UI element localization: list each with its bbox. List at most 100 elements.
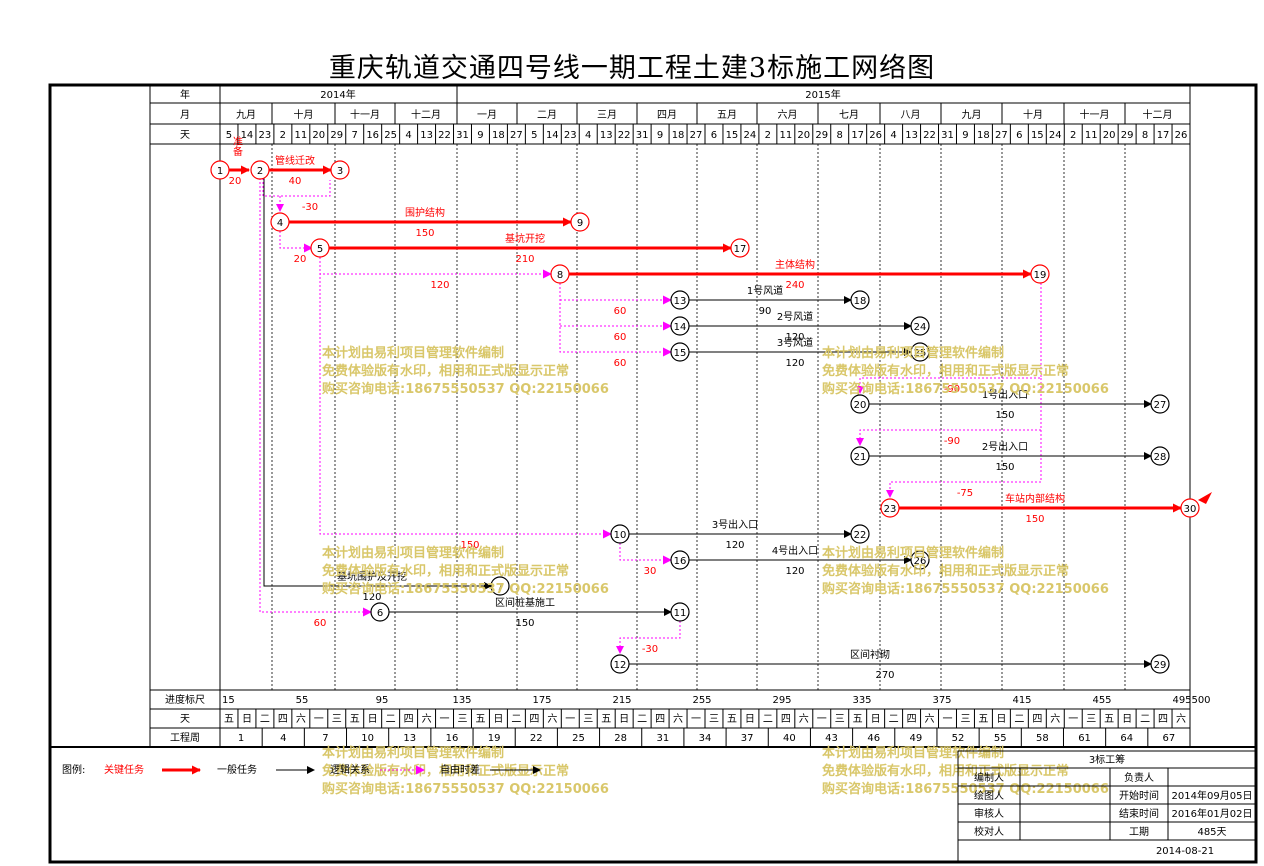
task-duration: 240 xyxy=(785,280,804,291)
week-cell: 4 xyxy=(280,733,286,744)
node-number: 24 xyxy=(914,322,927,333)
watermark-line: 免费体验版有水印，相用和正式版显示正常 xyxy=(822,363,1069,379)
day-cell: 27 xyxy=(995,130,1008,141)
day-cell: 31 xyxy=(941,130,954,141)
titleblock-drafter: 绘图人 xyxy=(974,789,1004,802)
scale-tick: 335 xyxy=(852,695,871,706)
network-node xyxy=(610,654,630,674)
float-value: 20 xyxy=(294,254,307,265)
weekday-cell: 六 xyxy=(422,713,432,725)
network-node xyxy=(370,602,390,622)
network-node xyxy=(670,342,690,362)
float-value: 150 xyxy=(460,540,479,551)
network-node xyxy=(570,212,590,232)
week-cell: 22 xyxy=(530,733,543,744)
weekday-cell: 二 xyxy=(889,714,899,725)
task-duration: 120 xyxy=(362,592,381,603)
weekday-cell: 五 xyxy=(475,714,485,725)
network-node xyxy=(880,498,900,518)
task-duration: 150 xyxy=(995,410,1014,421)
weekday-cell: 日 xyxy=(493,714,503,725)
year-2014: 2014年 xyxy=(320,88,355,101)
week-cell: 40 xyxy=(783,733,796,744)
network-node xyxy=(210,160,230,180)
month-cell: 九月 xyxy=(962,109,982,121)
node-number: 29 xyxy=(1154,660,1167,671)
titleblock-start-label: 开始时间 xyxy=(1119,789,1159,802)
day-cell: 26 xyxy=(1175,130,1188,141)
legend: 图例: 关键任务 一般任务 逻辑关系 自由时差 xyxy=(62,763,541,776)
node-number: 2 xyxy=(257,166,263,177)
watermark-line: 免费体验版有水印，相用和正式版显示正常 xyxy=(322,363,569,379)
day-cell: 4 xyxy=(890,130,896,141)
float-value: 120 xyxy=(430,280,449,291)
day-cell: 27 xyxy=(510,130,523,141)
month-cell: 十二月 xyxy=(411,108,441,121)
scale-tick: 175 xyxy=(532,695,551,706)
month-cell: 十二月 xyxy=(1143,108,1173,121)
network-node xyxy=(330,160,350,180)
day-cell: 29 xyxy=(1121,130,1134,141)
weekday-cell: 日 xyxy=(745,714,755,725)
titleblock-end-value: 2016年01月02日 xyxy=(1172,807,1253,820)
weekday-cell: 五 xyxy=(978,714,988,725)
day-cell: 14 xyxy=(241,130,254,141)
titleblock-name: 3标工筹 xyxy=(1089,753,1125,766)
day-cell: 9 xyxy=(477,130,483,141)
titleblock-editor: 编制人 xyxy=(974,771,1004,784)
weekday-cell: 五 xyxy=(727,714,737,725)
weekday-cell: 四 xyxy=(907,714,917,725)
node-number: 4 xyxy=(277,218,283,229)
node-number: 13 xyxy=(674,296,687,307)
day-cell: 5 xyxy=(531,130,537,141)
task-name: 2号出入口 xyxy=(982,440,1028,453)
month-cell: 二月 xyxy=(537,109,557,121)
task-name: 准备 xyxy=(231,136,243,157)
weekday-cell: 五 xyxy=(224,714,234,725)
weekday-cell: 五 xyxy=(350,714,360,725)
weekday-cell: 二 xyxy=(260,714,270,725)
weekday-cell: 四 xyxy=(781,714,791,725)
day-cell: 17 xyxy=(1157,130,1170,141)
scale-tick: 500 xyxy=(1191,695,1210,706)
network-node xyxy=(850,446,870,466)
watermark-line: 购买咨询电话:18675550537 QQ:22150066 xyxy=(322,781,609,797)
day-cell: 17 xyxy=(851,130,864,141)
row-label-year: 年 xyxy=(180,88,190,101)
day-cell: 29 xyxy=(815,130,828,141)
week-cell: 64 xyxy=(1120,733,1133,744)
task-duration: 120 xyxy=(785,332,804,343)
task-name: 3号风道 xyxy=(777,336,813,349)
node-number: 12 xyxy=(614,660,627,671)
node-number: 22 xyxy=(854,530,867,541)
row-label-week: 工程周 xyxy=(170,732,200,744)
outer-frame xyxy=(48,83,1258,864)
weekday-cell: 二 xyxy=(511,714,521,725)
month-cell: 八月 xyxy=(901,109,921,121)
node-number: 10 xyxy=(614,530,627,541)
float-value: -30 xyxy=(302,202,318,213)
watermark-line: 购买咨询电话:18675550537 QQ:22150066 xyxy=(822,781,1109,797)
task-name: 基坑围护及开挖 xyxy=(337,570,407,583)
legend-critical-label: 关键任务 xyxy=(104,763,144,776)
task-name: 主体结构 xyxy=(775,258,815,271)
task-duration: 210 xyxy=(515,254,534,265)
float-value: -90 xyxy=(944,436,960,447)
network-node xyxy=(670,550,690,570)
titleblock-period-value: 485天 xyxy=(1197,827,1226,838)
scale-tick: 295 xyxy=(772,695,791,706)
node-number: 27 xyxy=(1154,400,1167,411)
watermark-line: 本计划由易利项目管理软件编制 xyxy=(822,745,1004,761)
weekday-cell: 二 xyxy=(1140,714,1150,725)
legend-general-label: 一般任务 xyxy=(217,763,257,776)
titleblock-start-value: 2014年09月05日 xyxy=(1172,789,1253,802)
weekday-cell: 四 xyxy=(655,714,665,725)
task-duration: 150 xyxy=(415,228,434,239)
node-number: 30 xyxy=(1184,504,1197,515)
watermark-line: 本计划由易利项目管理软件编制 xyxy=(322,545,504,561)
diagram-title: 重庆轨道交通四号线一期工程土建3标施工网络图 xyxy=(328,53,936,84)
day-cell: 4 xyxy=(405,130,411,141)
weekday-cell: 一 xyxy=(1068,714,1078,725)
week-cell: 1 xyxy=(238,733,244,744)
weekday-cell: 三 xyxy=(458,714,468,725)
